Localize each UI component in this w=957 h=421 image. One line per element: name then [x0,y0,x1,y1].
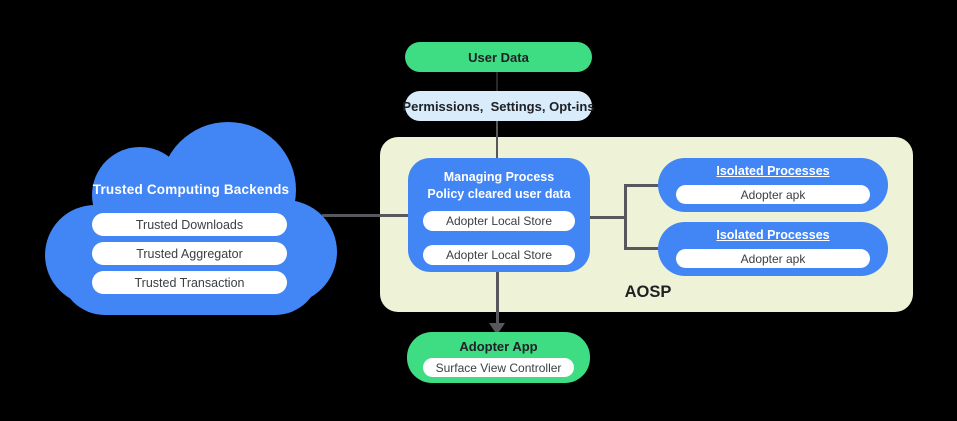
adopter-apk-label: Adopter apk [740,251,806,266]
surface-view-controller-label: Surface View Controller [435,360,562,375]
connector-cloud-managing [322,214,408,217]
permissions-label: Permissions, Settings, Opt-ins [402,98,595,114]
cloud-item-trusted-transaction: Trusted Transaction [92,271,287,294]
user-data-pill: User Data [405,42,592,72]
managing-process-title: Managing Process Policy cleared user dat… [408,169,590,203]
isolated-processes-title: Isolated Processes [716,164,830,178]
trusted-computing-cloud: Trusted Computing Backends Trusted Downl… [45,120,337,316]
connector-fork-isolated-1 [626,184,658,187]
cloud-shape [60,225,320,315]
adopter-local-store-pill-2: Adopter Local Store [423,245,575,265]
adopter-apk-pill: Adopter apk [676,185,870,204]
isolated-processes-title: Isolated Processes [716,228,830,242]
adopter-apk-pill: Adopter apk [676,249,870,268]
cloud-item-label: Trusted Transaction [134,275,245,290]
cloud-item-trusted-aggregator: Trusted Aggregator [92,242,287,265]
managing-title-line1: Managing Process [443,170,555,184]
managing-title-line2: Policy cleared user data [427,187,571,201]
connector-permissions-managing [496,120,498,158]
managing-process-box: Managing Process Policy cleared user dat… [408,158,590,272]
adopter-app-box: Adopter App Surface View Controller [407,332,590,383]
cloud-item-label: Trusted Aggregator [136,246,243,261]
adopter-app-title: Adopter App [459,339,538,354]
store-label: Adopter Local Store [445,248,553,262]
permissions-pill: Permissions, Settings, Opt-ins [402,91,595,121]
adopter-apk-label: Adopter apk [740,187,806,202]
connector-fork-vertical [624,184,627,250]
cloud-title: Trusted Computing Backends [92,182,290,197]
user-data-label: User Data [468,49,529,65]
isolated-processes-box-2: Isolated Processes Adopter apk [658,222,888,276]
connector-fork-isolated-2 [626,247,658,250]
connector-userdata-permissions [496,72,498,91]
aosp-label: AOSP [624,283,672,301]
connector-managing-fork [590,216,625,219]
isolated-processes-box-1: Isolated Processes Adopter apk [658,158,888,212]
cloud-item-label: Trusted Downloads [135,217,244,232]
store-label: Adopter Local Store [445,214,553,228]
adopter-local-store-pill-1: Adopter Local Store [423,211,575,231]
connector-managing-adopterapp [496,272,499,325]
surface-view-controller-pill: Surface View Controller [423,358,574,377]
cloud-item-trusted-downloads: Trusted Downloads [92,213,287,236]
